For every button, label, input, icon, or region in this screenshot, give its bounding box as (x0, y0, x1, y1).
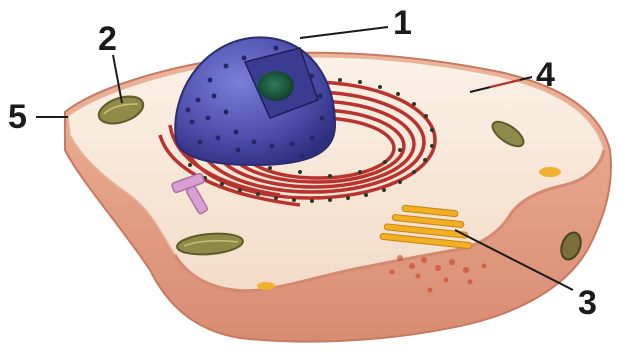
nucleolus (258, 71, 294, 101)
label-1: 1 (393, 6, 412, 40)
label-5: 5 (8, 100, 27, 134)
leader-line-1 (300, 27, 388, 38)
label-3: 3 (578, 286, 597, 320)
label-2: 2 (98, 22, 117, 56)
label-4: 4 (536, 58, 555, 92)
